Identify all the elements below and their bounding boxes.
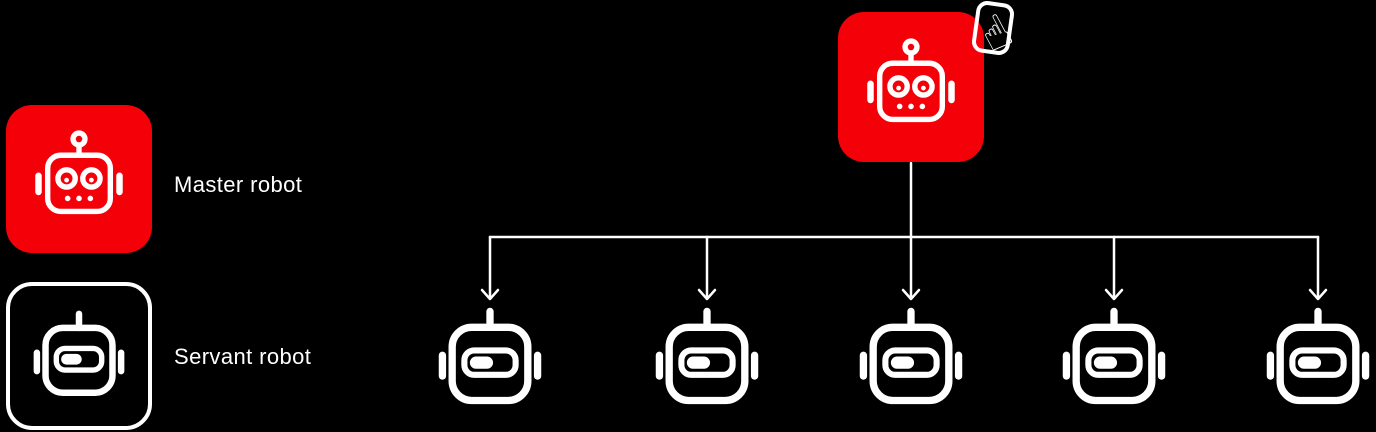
servant-robot-icon (429, 298, 551, 420)
servant-robot-node (850, 298, 972, 420)
legend-master-label: Master robot (174, 172, 303, 197)
servant-robot-icon (1053, 298, 1175, 420)
arrow-down-icon (480, 235, 500, 301)
servant-robot-node (429, 298, 551, 420)
servant-robot-icon (1257, 298, 1376, 420)
servant-robot-icon (850, 298, 972, 420)
master-robot-icon (25, 125, 133, 233)
servant-robot-icon (25, 302, 133, 410)
legend-servant-tile (6, 282, 152, 430)
arrow-down-icon (901, 235, 921, 301)
servant-robot-node (1053, 298, 1175, 420)
legend-servant-label: Servant robot (174, 344, 312, 369)
arrow-down-icon (1308, 235, 1328, 301)
servant-robot-icon (646, 298, 768, 420)
arrow-down-icon (1104, 235, 1124, 301)
legend-master-tile (6, 105, 152, 253)
master-robot-icon (857, 33, 965, 141)
master-robot-node (838, 12, 984, 162)
servant-robot-node (1257, 298, 1376, 420)
tap-gesture-icon: ☝ (968, 0, 1040, 72)
arrow-down-icon (697, 235, 717, 301)
servant-robot-node (646, 298, 768, 420)
